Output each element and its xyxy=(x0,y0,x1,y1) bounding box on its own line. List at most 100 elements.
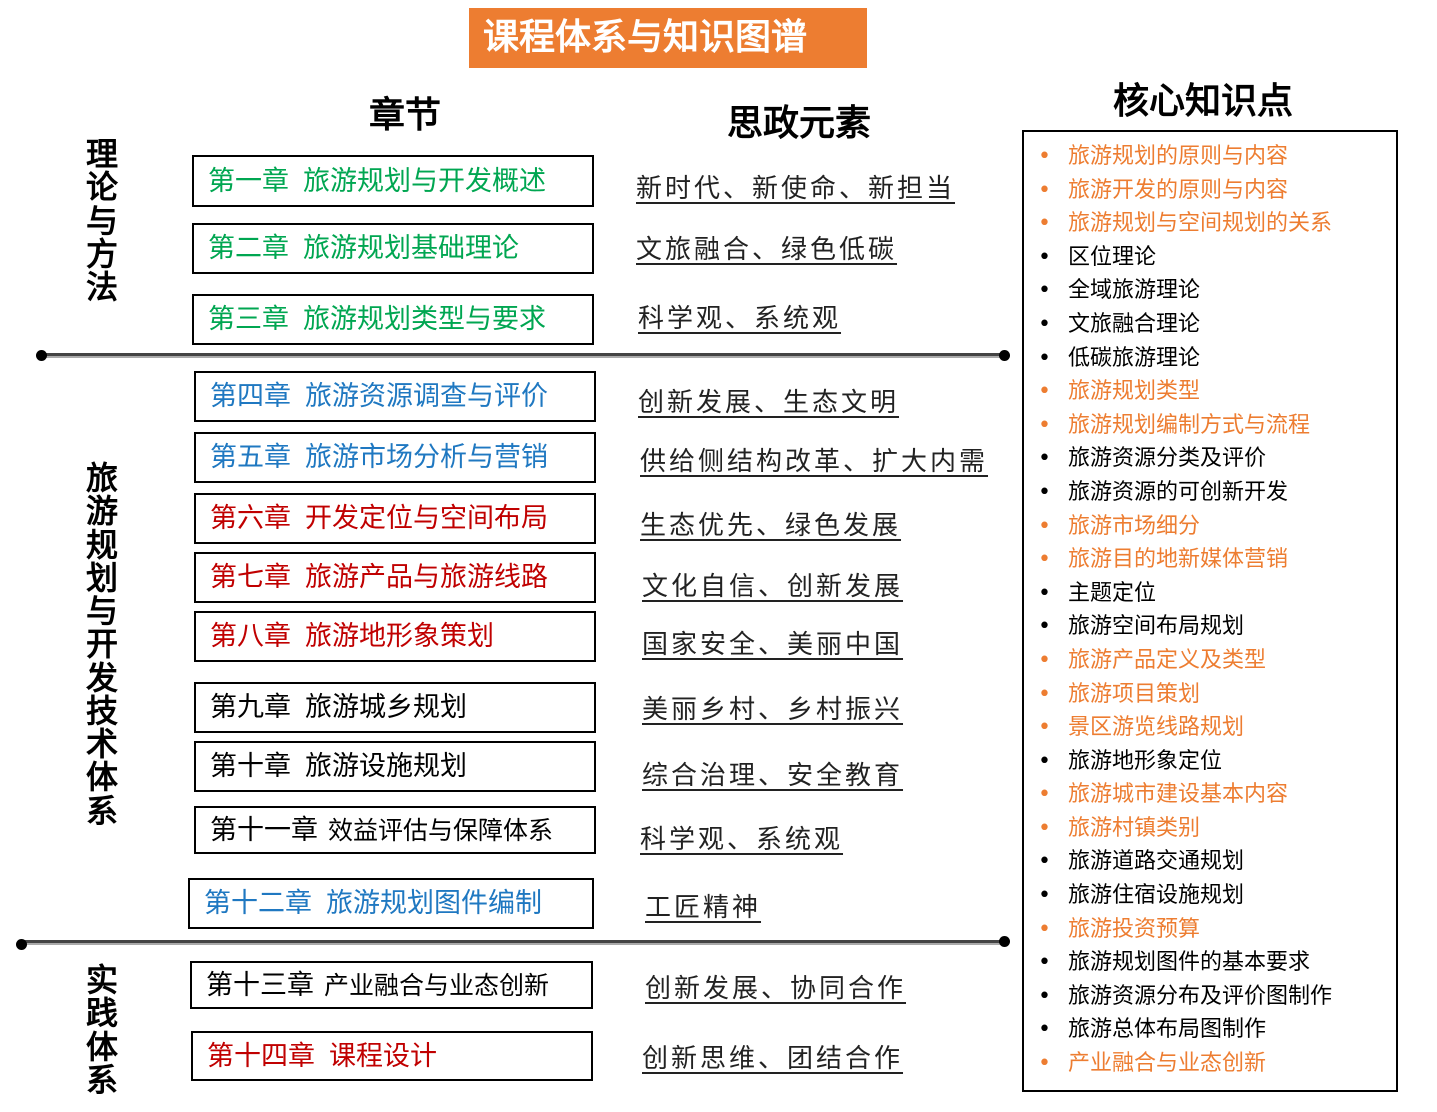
bullet-icon: • xyxy=(1038,412,1051,438)
knowledge-point-item: •景区游览线路规划 xyxy=(1024,711,1396,745)
chapter-number: 第九章 xyxy=(210,692,291,723)
chapter-name: 旅游地形象策划 xyxy=(305,621,494,652)
szys-item: 创新发展、生态文明 xyxy=(638,388,900,418)
chapter-number: 第一章 xyxy=(208,165,289,197)
bullet-icon: • xyxy=(1038,1051,1051,1077)
chapter-box: 第五章旅游市场分析与营销 xyxy=(194,432,596,483)
chapter-box: 第四章旅游资源调查与评价 xyxy=(194,371,596,422)
knowledge-point-text: 低碳旅游理论 xyxy=(1068,345,1201,371)
chapter-box: 第三章旅游规划类型与要求 xyxy=(192,294,594,345)
header-szys: 思政元素 xyxy=(727,103,872,144)
chapter-name: 旅游规划与开发概述 xyxy=(303,165,546,197)
knowledge-point-item: •旅游产品定义及类型 xyxy=(1024,644,1396,678)
knowledge-point-item: •旅游城市建设基本内容 xyxy=(1024,778,1396,812)
szys-item: 供给侧结构改革、扩大内需 xyxy=(640,447,989,477)
knowledge-point-item: • 产业融合与业态创新 xyxy=(1024,1047,1396,1081)
knowledge-point-item: •旅游住宿设施规划 xyxy=(1024,879,1396,913)
bullet-icon: • xyxy=(1038,614,1051,640)
knowledge-point-text: 旅游资源分布及评价图制作 xyxy=(1068,983,1333,1009)
chapter-number: 第十章 xyxy=(210,751,291,782)
bullet-icon: • xyxy=(1038,849,1051,875)
szys-item: 创新思维、团结合作 xyxy=(642,1044,904,1074)
chapter-name: 旅游规划类型与要求 xyxy=(303,304,546,335)
bullet-icon: • xyxy=(1038,379,1051,405)
chapter-box: 第二章旅游规划基础理论 xyxy=(192,223,594,274)
chapter-name: 产业融合与业态创新 xyxy=(324,970,550,1000)
knowledge-point-item: •旅游规划的原则与内容 xyxy=(1024,140,1396,174)
knowledge-point-text: 旅游市场细分 xyxy=(1068,513,1201,539)
knowledge-point-text: 旅游规划的原则与内容 xyxy=(1068,144,1289,169)
knowledge-point-item: •旅游目的地新媒体营销 xyxy=(1024,543,1396,577)
knowledge-point-text: 产业融合与业态创新 xyxy=(1068,1051,1267,1077)
bullet-icon: • xyxy=(1038,916,1051,942)
bullet-icon: • xyxy=(1038,782,1051,808)
szys-item: 新时代、新使命、新担当 xyxy=(636,174,956,204)
szys-item: 科学观、系统观 xyxy=(638,304,842,334)
knowledge-point-text: 旅游开发的原则与内容 xyxy=(1068,177,1289,203)
knowledge-point-text: 旅游地形象定位 xyxy=(1068,748,1223,774)
knowledge-point-item: •旅游道路交通规划 xyxy=(1024,845,1396,879)
knowledge-point-text: 景区游览线路规划 xyxy=(1068,715,1245,741)
knowledge-point-item: • 旅游资源分类及评价 xyxy=(1024,442,1396,476)
knowledge-point-item: •旅游资源的可创新开发 xyxy=(1024,476,1396,510)
section-label-technique: 旅游规划与开发技术体系 xyxy=(85,459,118,830)
knowledge-point-text: 旅游空间布局规划 xyxy=(1068,614,1245,640)
chapter-name: 开发定位与空间布局 xyxy=(305,503,548,534)
knowledge-point-text: 旅游总体布局图制作 xyxy=(1068,1017,1267,1043)
bullet-icon: • xyxy=(1038,311,1051,337)
knowledge-point-text: 旅游规划与空间规划的关系 xyxy=(1068,211,1333,237)
chapter-number: 第二章 xyxy=(208,233,289,264)
chapter-box: 第十章旅游设施规划 xyxy=(194,741,596,792)
section-divider-1 xyxy=(42,353,1004,358)
knowledge-points-list: •旅游规划的原则与内容•旅游开发的原则与内容•旅游规划与空间规划的关系•区位理论… xyxy=(1024,132,1396,1081)
chapter-number: 第三章 xyxy=(208,304,289,335)
bullet-icon: • xyxy=(1038,681,1051,707)
szys-item: 国家安全、美丽中国 xyxy=(642,630,904,660)
szys-item: 文化自信、创新发展 xyxy=(642,572,904,602)
chapter-name: 旅游资源调查与评价 xyxy=(305,381,548,412)
bullet-icon: • xyxy=(1038,950,1051,976)
chapter-box: 第十二章旅游规划图件编制 xyxy=(188,878,594,929)
chapter-box: 第九章旅游城乡规划 xyxy=(194,682,596,733)
chapter-number: 第七章 xyxy=(210,562,291,593)
header-chapters: 章节 xyxy=(369,95,442,136)
knowledge-point-item: •低碳旅游理论 xyxy=(1024,342,1396,376)
szys-item: 工匠精神 xyxy=(645,893,762,923)
bullet-icon: • xyxy=(1038,177,1051,203)
knowledge-point-item: • 旅游资源分布及评价图制作 xyxy=(1024,980,1396,1014)
bullet-icon: • xyxy=(1038,983,1051,1009)
bullet-icon: • xyxy=(1038,278,1051,304)
bullet-icon: • xyxy=(1038,446,1051,472)
chapter-name: 旅游市场分析与营销 xyxy=(305,442,548,473)
knowledge-point-item: • 旅游空间布局规划 xyxy=(1024,610,1396,644)
chapter-number: 第八章 xyxy=(210,621,291,652)
page-title: 课程体系与知识图谱 xyxy=(469,8,867,68)
divider-endpoint-dot xyxy=(36,350,47,361)
knowledge-point-text: 旅游规划类型 xyxy=(1068,379,1201,405)
knowledge-point-text: 旅游目的地新媒体营销 xyxy=(1068,547,1289,573)
knowledge-point-text: 区位理论 xyxy=(1068,244,1157,270)
knowledge-point-item: • 旅游规划编制方式与流程 xyxy=(1024,409,1396,443)
knowledge-point-text: 全域旅游理论 xyxy=(1068,278,1201,304)
divider-endpoint-dot xyxy=(999,936,1010,947)
chapter-name: 效益评估与保障体系 xyxy=(328,815,554,845)
knowledge-point-item: •旅游投资预算 xyxy=(1024,913,1396,947)
knowledge-point-item: •旅游规划与空间规划的关系 xyxy=(1024,207,1396,241)
chapter-box: 第十三章产业融合与业态创新 xyxy=(190,961,593,1009)
knowledge-point-text: 旅游村镇类别 xyxy=(1068,815,1201,841)
divider-endpoint-dot xyxy=(999,350,1010,361)
knowledge-point-item: •区位理论 xyxy=(1024,241,1396,275)
bullet-icon: • xyxy=(1038,748,1051,774)
chapter-box: 第八章旅游地形象策划 xyxy=(194,611,596,662)
chapter-name: 课程设计 xyxy=(329,1040,437,1072)
knowledge-point-text: 旅游规划编制方式与流程 xyxy=(1068,412,1311,438)
chapter-name: 旅游规划基础理论 xyxy=(303,233,519,264)
szys-item: 科学观、系统观 xyxy=(640,825,844,855)
header-knowledge: 核心知识点 xyxy=(1113,81,1294,122)
knowledge-point-text: 旅游资源分类及评价 xyxy=(1068,446,1267,472)
divider-endpoint-dot xyxy=(16,939,27,950)
szys-item: 生态优先、绿色发展 xyxy=(640,511,902,541)
chapter-number: 第十三章 xyxy=(206,969,314,1001)
bullet-icon: • xyxy=(1038,513,1051,539)
knowledge-point-item: •旅游规划图件的基本要求 xyxy=(1024,946,1396,980)
